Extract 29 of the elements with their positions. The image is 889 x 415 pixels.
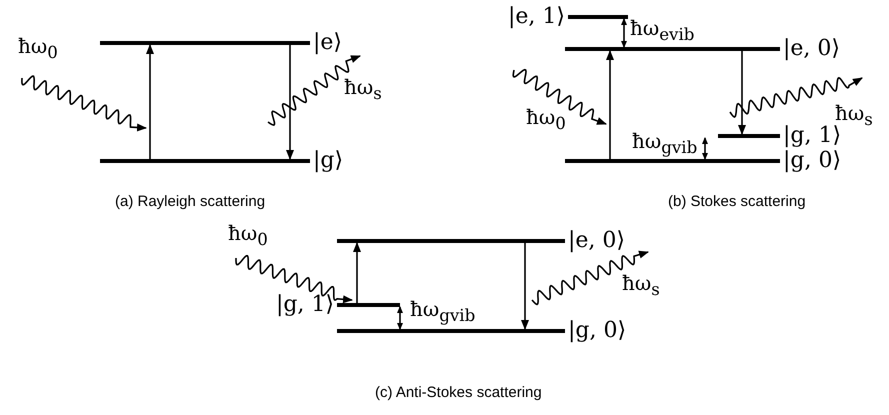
state-label: |g, 1⟩ xyxy=(783,123,842,149)
photon-energy-label: ħω$_{0}$ xyxy=(228,220,268,251)
state-label: |e⟩ xyxy=(313,30,342,56)
state-label: |e, 0⟩ xyxy=(783,36,840,62)
state-label: |g⟩ xyxy=(313,148,344,174)
transition-arrow xyxy=(521,243,529,330)
state-label: |g, 0⟩ xyxy=(568,318,626,344)
state-label: |g, 1⟩ xyxy=(276,292,334,318)
photon-energy-label: ħω$_{0}$ xyxy=(18,33,58,64)
state-label: |e, 0⟩ xyxy=(568,228,625,254)
figure-caption: (c) Anti-Stokes scattering xyxy=(375,384,542,401)
photon-energy-label: ħω$_{evib}$ xyxy=(630,15,694,46)
transition-arrow xyxy=(286,45,294,160)
transition-arrow xyxy=(146,44,154,159)
transition-arrow xyxy=(606,50,614,159)
spacing-arrow xyxy=(397,306,403,330)
spacing-arrow xyxy=(702,137,708,160)
transition-arrow xyxy=(738,51,746,135)
photon-energy-label: ħω$_{gvib}$ xyxy=(410,296,476,327)
figure-caption: (b) Stokes scattering xyxy=(668,193,806,210)
photon-energy-label: ħω$_{s}$ xyxy=(622,270,660,301)
state-label: |g, 0⟩ xyxy=(783,148,842,174)
figure-caption: (a) Rayleigh scattering xyxy=(115,193,266,210)
transition-arrow xyxy=(353,242,361,303)
photon-energy-label: ħω$_{s}$ xyxy=(344,74,382,105)
spacing-arrow xyxy=(621,18,627,48)
photon-energy-label: ħω$_{0}$ xyxy=(526,104,566,135)
state-label: |e, 1⟩ xyxy=(508,4,565,30)
photon-energy-label: ħω$_{gvib}$ xyxy=(632,128,698,159)
